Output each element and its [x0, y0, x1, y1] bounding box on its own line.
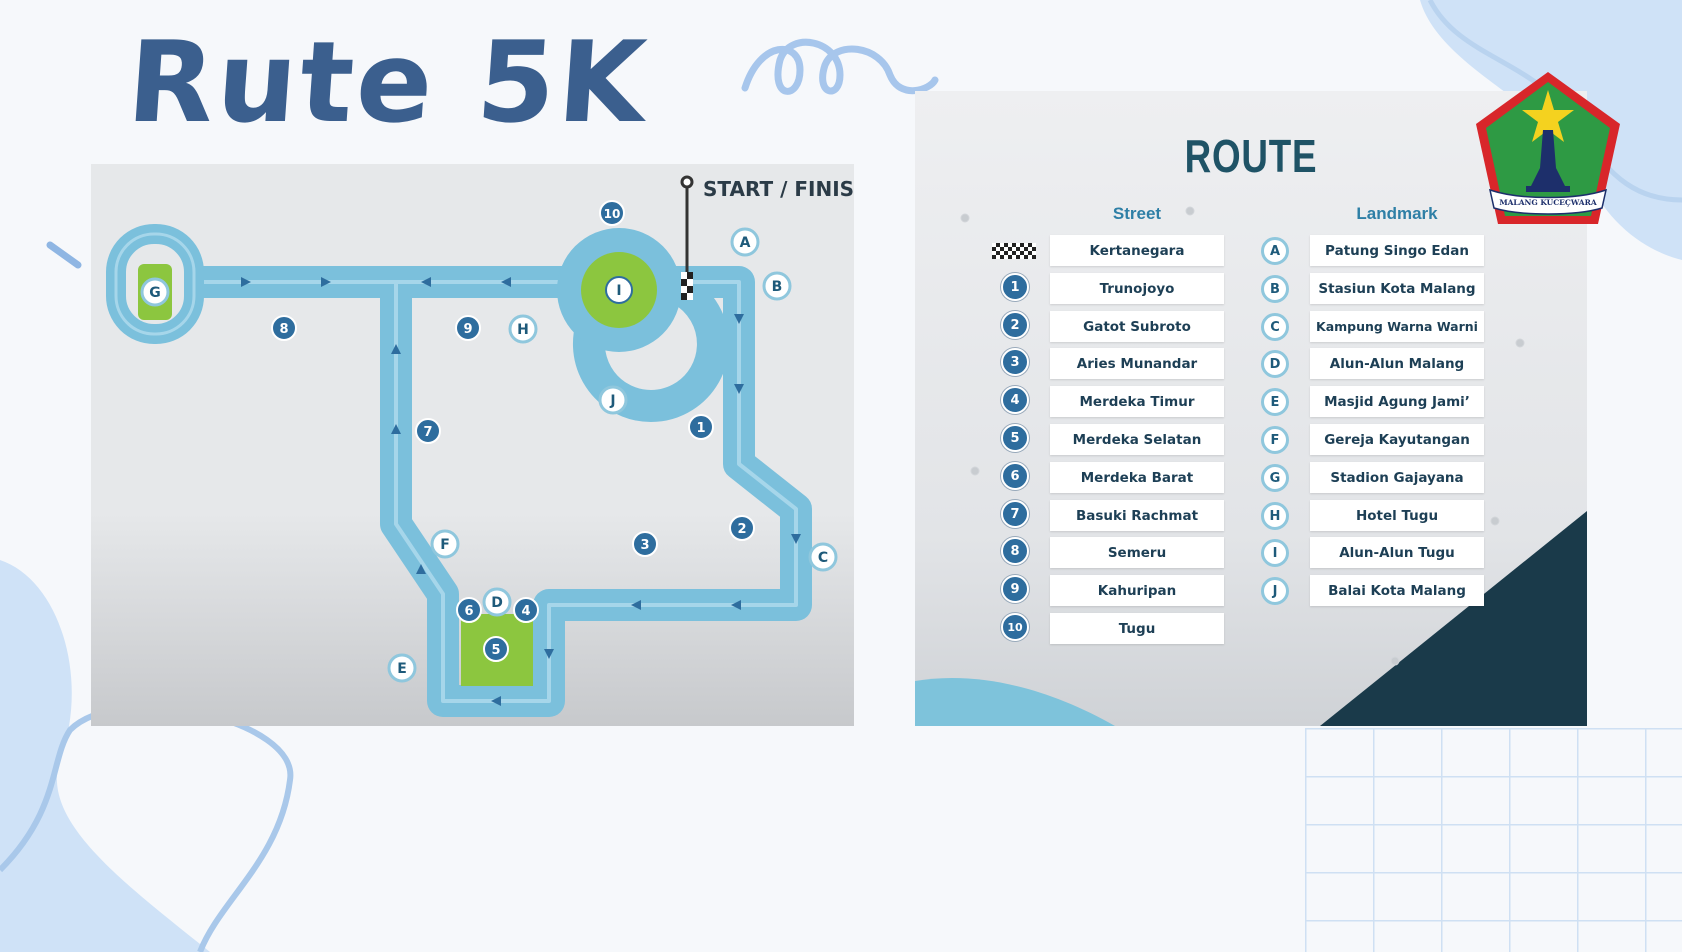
map-marker-5: 5 [491, 643, 500, 658]
landmark-marker: I [1261, 539, 1289, 567]
map-marker-4: 4 [521, 604, 530, 619]
map-marker-B: B [772, 279, 783, 295]
street-marker: 8 [1001, 537, 1029, 565]
street-marker: 6 [1001, 462, 1029, 490]
street-marker: 5 [1001, 424, 1029, 452]
map-marker-8: 8 [279, 322, 288, 337]
landmark-marker: J [1261, 577, 1289, 605]
street-item: Kahuripan [1050, 575, 1224, 606]
street-header: Street [1112, 204, 1162, 223]
slide-title: Rute 5K [123, 18, 653, 148]
landmark-header: Landmark [1356, 204, 1438, 223]
landmark-item: Balai Kota Malang [1310, 575, 1484, 606]
street-item: Merdeka Timur [1050, 386, 1224, 417]
emblem-banner-text: MALANG KUCEÇWARA [1499, 198, 1597, 207]
map-marker-2: 2 [737, 522, 746, 537]
landmark-marker: A [1261, 237, 1289, 265]
street-marker: 1 [1001, 273, 1029, 301]
malang-city-emblem: MALANG KUCEÇWARA [1476, 72, 1620, 224]
street-marker: 4 [1001, 386, 1029, 414]
map-marker-J: J [609, 393, 615, 409]
landmark-item: Patung Singo Edan [1310, 235, 1484, 266]
landmark-marker: H [1261, 502, 1289, 530]
street-item: Tugu [1050, 613, 1224, 644]
landmark-item: Stadion Gajayana [1310, 462, 1484, 493]
start-flag-icon [992, 243, 1036, 259]
landmark-marker: E [1261, 388, 1289, 416]
landmark-marker: D [1261, 350, 1289, 378]
map-marker-10: 10 [604, 207, 621, 221]
street-marker: 2 [1001, 311, 1029, 339]
route-legend-panel: ROUTE Street Landmark Kertanegara 1 Trun… [915, 91, 1587, 726]
landmark-item: Stasiun Kota Malang [1310, 273, 1484, 304]
landmark-marker: G [1261, 464, 1289, 492]
route-map: START / FINISH 1 2 3 4 5 6 7 8 9 10 A B … [91, 164, 854, 726]
street-item: Gatot Subroto [1050, 311, 1224, 342]
landmark-marker: B [1261, 275, 1289, 303]
street-item: Trunojoyo [1050, 273, 1224, 304]
landmark-item: Masjid Agung Jami’ [1310, 386, 1484, 417]
street-marker: 10 [1001, 613, 1029, 641]
landmark-item: Alun-Alun Malang [1310, 348, 1484, 379]
map-marker-G: G [149, 285, 161, 301]
map-marker-E: E [397, 661, 407, 677]
landmark-item: Hotel Tugu [1310, 500, 1484, 531]
route-panel-decoration [915, 206, 1587, 726]
map-marker-6: 6 [464, 604, 473, 619]
map-marker-7: 7 [423, 425, 432, 440]
street-item: Aries Munandar [1050, 348, 1224, 379]
map-marker-1: 1 [696, 421, 705, 436]
landmark-marker: F [1261, 426, 1289, 454]
grid-decoration [1305, 728, 1682, 952]
letter-markers: A B C D E F G H I J [140, 227, 838, 683]
landmark-item: Kampung Warna Warni [1310, 311, 1484, 342]
start-finish-label: START / FINISH [703, 177, 854, 201]
route-map-drawing: START / FINISH 1 2 3 4 5 6 7 8 9 10 A B … [106, 175, 854, 717]
map-marker-9: 9 [463, 322, 472, 337]
map-marker-H: H [517, 322, 529, 338]
map-marker-3: 3 [640, 538, 649, 553]
landmark-marker: C [1261, 313, 1289, 341]
street-marker: 7 [1001, 500, 1029, 528]
map-marker-C: C [818, 550, 828, 566]
street-item: Kertanegara [1050, 235, 1224, 266]
landmark-item: Gereja Kayutangan [1310, 424, 1484, 455]
map-marker-I: I [616, 283, 621, 299]
street-item: Merdeka Barat [1050, 462, 1224, 493]
street-item: Basuki Rachmat [1050, 500, 1224, 531]
street-item: Semeru [1050, 537, 1224, 568]
street-marker: 9 [1001, 575, 1029, 603]
map-marker-F: F [440, 537, 450, 553]
street-item: Merdeka Selatan [1050, 424, 1224, 455]
landmark-item: Alun-Alun Tugu [1310, 537, 1484, 568]
map-marker-A: A [740, 235, 751, 251]
map-marker-D: D [491, 595, 503, 611]
route-title: ROUTE [1184, 130, 1318, 182]
street-marker: 3 [1001, 348, 1029, 376]
number-markers: 1 2 3 4 5 6 7 8 9 10 [271, 200, 755, 662]
